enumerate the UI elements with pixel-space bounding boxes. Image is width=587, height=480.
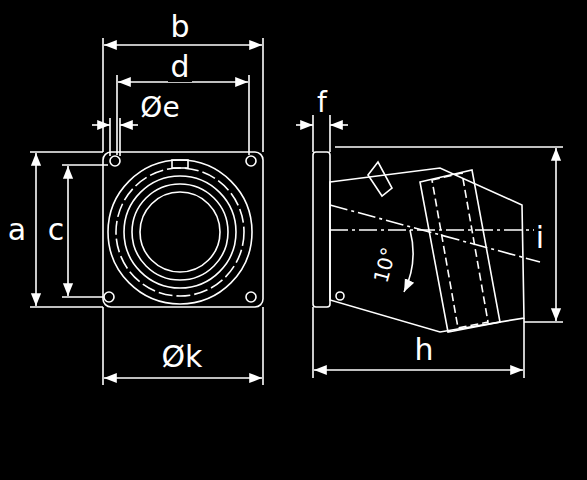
screw [336,292,344,300]
coupling-ring [124,176,236,288]
dimension-letter: b [168,12,191,42]
angle-label: 10° [370,243,400,286]
coupling-side [420,170,500,332]
dimension-letter: h [412,335,435,365]
mount-hole [246,156,256,166]
diameter-label: Øk [160,342,205,372]
key [172,160,188,168]
axis-line [330,229,540,231]
dimension-letter: i [534,223,546,253]
body-side [330,168,524,332]
mount-hole [110,156,120,166]
coupling-inner [132,184,228,280]
dimension-letter: c [46,215,67,245]
diameter-label: Øe [138,94,181,122]
lid-hinge [368,162,392,196]
flange-front [103,152,263,307]
axis-line [330,205,540,262]
dimension-letter: a [6,215,28,245]
mount-hole [246,292,256,302]
coupling-grip [432,173,488,328]
body-outer [108,160,252,304]
dimension-letter: d [168,52,191,82]
dimension-letter: f [315,89,329,117]
mount-hole [104,292,114,302]
flange-side [313,152,330,307]
socket-bore [140,192,220,272]
angle-arc [404,230,413,292]
body-ring [116,168,244,296]
